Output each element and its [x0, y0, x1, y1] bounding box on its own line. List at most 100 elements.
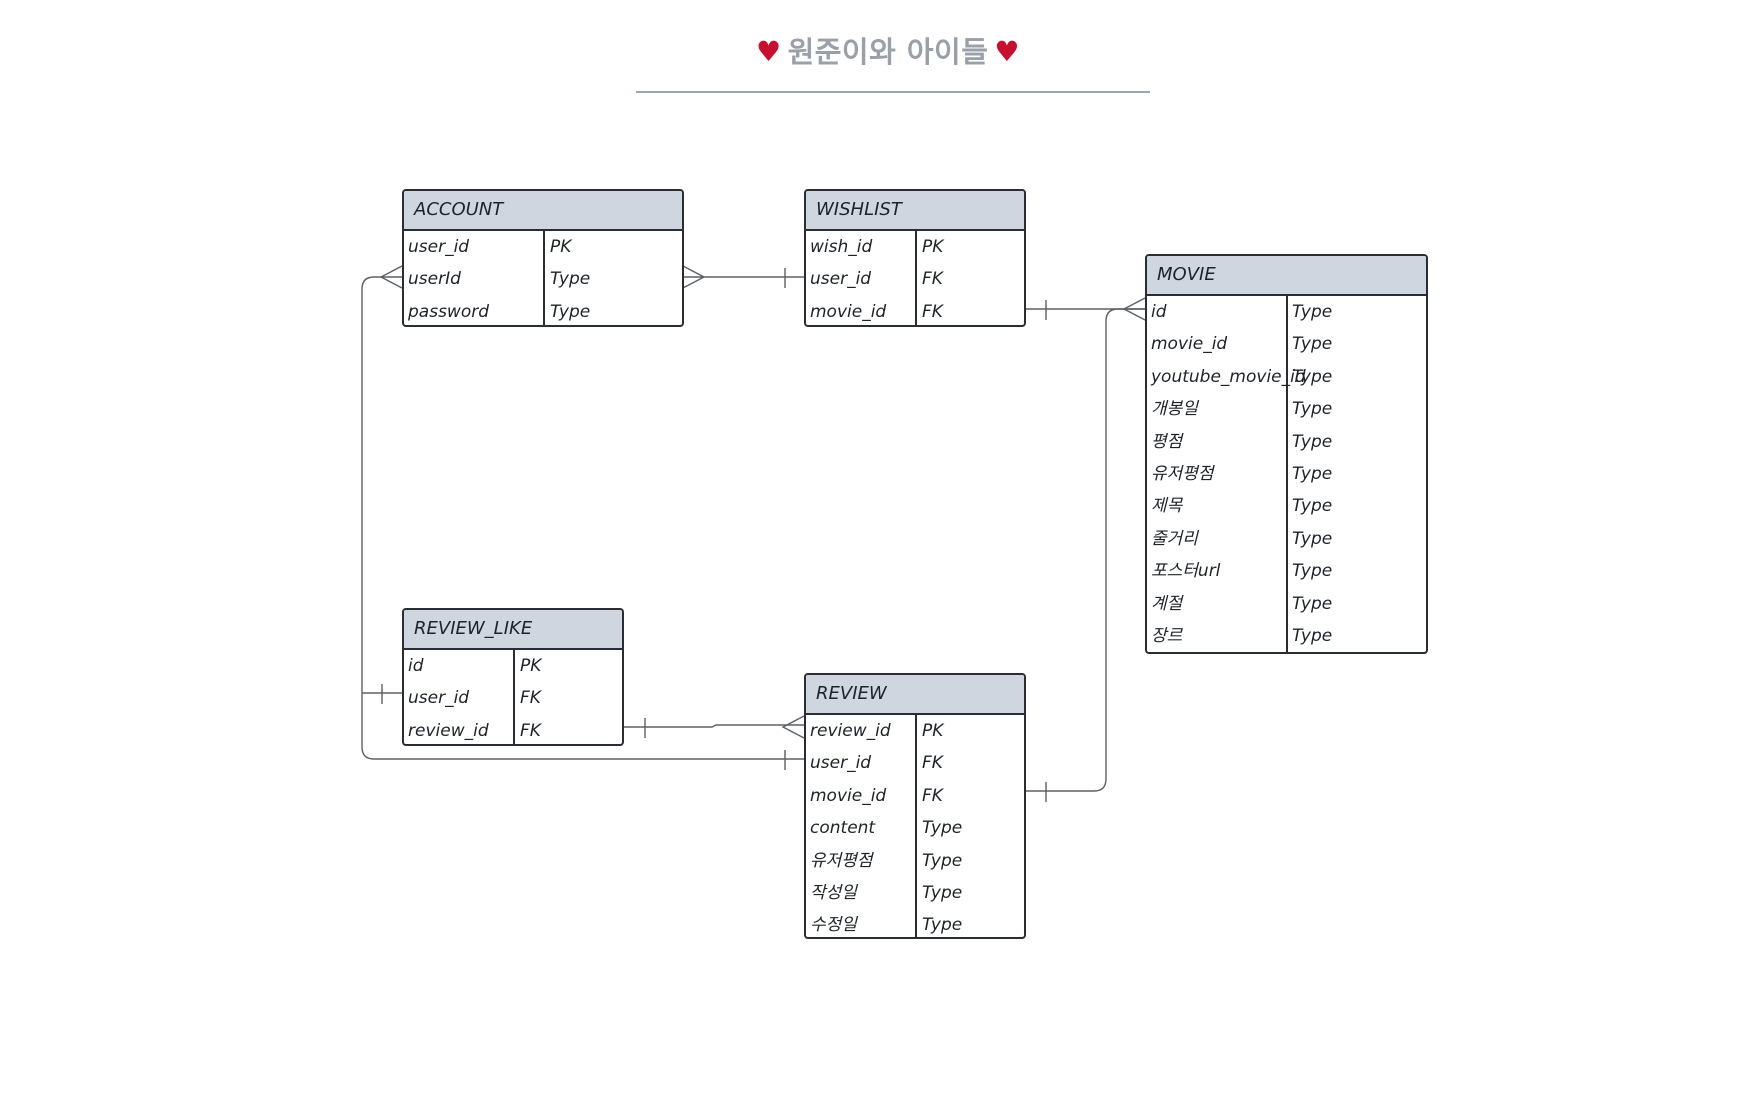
- field-type: Type: [922, 882, 963, 903]
- entity-row: movie_id FK: [806, 780, 1024, 812]
- field-name: 수정일: [810, 915, 857, 936]
- entity-row: user_id PK: [404, 231, 682, 263]
- field-type: Type: [1292, 561, 1333, 582]
- entity-row: content Type: [806, 812, 1024, 844]
- entity-review-like[interactable]: REVIEW_LIKE id PK user_id FK review_id F…: [402, 608, 624, 746]
- entity-row: youtube_movie_id Type: [1147, 361, 1426, 393]
- entity-row: password Type: [404, 296, 682, 325]
- field-type: PK: [922, 237, 944, 257]
- entity-account[interactable]: ACCOUNT user_id PK userId Type password …: [402, 189, 684, 327]
- diagram-title: ♥원준이와 아이들♥: [0, 30, 1750, 74]
- field-name: 장르: [1151, 625, 1183, 646]
- field-type: Type: [1292, 593, 1333, 614]
- entity-header: MOVIE: [1147, 256, 1426, 296]
- field-type: Type: [1292, 366, 1333, 387]
- entity-row: id Type: [1147, 296, 1426, 328]
- field-type: Type: [1292, 399, 1333, 420]
- field-type: Type: [1292, 625, 1333, 646]
- field-type: Type: [922, 915, 963, 936]
- relationship-review-movie: [1025, 308, 1145, 802]
- entity-row: user_id FK: [806, 263, 1024, 295]
- field-type: FK: [922, 753, 943, 774]
- column-divider: [543, 231, 545, 325]
- entity-review[interactable]: REVIEW review_id PK user_id FK movie_id …: [804, 673, 1026, 939]
- entity-row: 평점 Type: [1147, 426, 1426, 458]
- entity-header: REVIEW_LIKE: [404, 610, 622, 650]
- entity-row: 포스터url Type: [1147, 555, 1426, 587]
- entity-row: id PK: [404, 650, 622, 682]
- field-type: FK: [922, 269, 943, 290]
- entity-row: user_id FK: [806, 747, 1024, 779]
- field-name: movie_id: [1151, 334, 1228, 355]
- entity-row: 수정일 Type: [806, 909, 1024, 937]
- entity-row: review_id FK: [404, 715, 622, 744]
- field-name: password: [408, 301, 490, 322]
- entity-row: 장르 Type: [1147, 620, 1426, 652]
- field-name: user_id: [810, 753, 872, 774]
- column-divider: [1286, 296, 1288, 652]
- field-name: youtube_movie_id: [1151, 366, 1306, 387]
- diagram-title-text: 원준이와 아이들: [787, 35, 989, 69]
- field-name: 유저평점: [1151, 463, 1214, 484]
- field-name: movie_id: [810, 785, 887, 806]
- field-type: PK: [550, 237, 572, 257]
- field-name: 제목: [1151, 496, 1183, 517]
- field-name: 포스터url: [1151, 561, 1221, 582]
- field-type: Type: [922, 850, 963, 871]
- field-type: FK: [922, 785, 943, 806]
- field-type: Type: [1292, 302, 1333, 322]
- field-type: Type: [922, 818, 963, 839]
- field-type: Type: [1292, 528, 1333, 549]
- field-name: user_id: [408, 688, 470, 709]
- entity-body: user_id PK userId Type password Type: [404, 231, 682, 325]
- field-type: PK: [520, 656, 542, 676]
- entity-wishlist[interactable]: WISHLIST wish_id PK user_id FK movie_id …: [804, 189, 1026, 327]
- field-name: wish_id: [810, 237, 873, 257]
- field-type: PK: [922, 721, 944, 741]
- field-name: 평점: [1151, 431, 1183, 452]
- field-name: user_id: [408, 237, 470, 257]
- entity-row: wish_id PK: [806, 231, 1024, 263]
- field-name: movie_id: [810, 301, 887, 322]
- entity-body: wish_id PK user_id FK movie_id FK: [806, 231, 1024, 325]
- field-type: FK: [520, 720, 541, 741]
- field-name: 작성일: [810, 882, 857, 903]
- entity-body: id PK user_id FK review_id FK: [404, 650, 622, 744]
- column-divider: [915, 231, 917, 325]
- field-name: userId: [408, 269, 461, 290]
- field-type: Type: [550, 269, 591, 290]
- relationship-reviewlike-review: [623, 715, 805, 739]
- heart-icon: ♥: [994, 35, 1021, 68]
- entity-row: 개봉일 Type: [1147, 393, 1426, 425]
- entity-header: WISHLIST: [806, 191, 1024, 231]
- field-type: Type: [1292, 463, 1333, 484]
- field-name: 개봉일: [1151, 399, 1198, 420]
- entity-body: id Type movie_id Type youtube_movie_id T…: [1147, 296, 1426, 652]
- entity-row: 줄거리 Type: [1147, 523, 1426, 555]
- title-divider: [636, 91, 1150, 93]
- field-type: Type: [1292, 431, 1333, 452]
- column-divider: [513, 650, 515, 744]
- field-name: user_id: [810, 269, 872, 290]
- field-type: Type: [1292, 334, 1333, 355]
- field-name: review_id: [408, 720, 489, 741]
- entity-row: user_id FK: [404, 682, 622, 714]
- field-name: 유저평점: [810, 850, 873, 871]
- entity-row: 제목 Type: [1147, 490, 1426, 522]
- entity-row: review_id PK: [806, 715, 1024, 747]
- relationship-account-wishlist: [682, 265, 804, 289]
- entity-row: 유저평점 Type: [1147, 458, 1426, 490]
- field-name: 계절: [1151, 593, 1183, 614]
- entity-body: review_id PK user_id FK movie_id FK cont…: [806, 715, 1024, 937]
- heart-icon: ♥: [755, 35, 782, 68]
- crowfoot-many: [781, 715, 805, 739]
- field-name: id: [408, 656, 424, 676]
- entity-movie[interactable]: MOVIE id Type movie_id Type youtube_movi…: [1145, 254, 1428, 654]
- column-divider: [915, 715, 917, 937]
- field-name: 줄거리: [1151, 528, 1198, 549]
- crowfoot-many: [682, 265, 706, 289]
- field-name: id: [1151, 302, 1167, 322]
- field-name: review_id: [810, 721, 891, 741]
- field-type: Type: [1292, 496, 1333, 517]
